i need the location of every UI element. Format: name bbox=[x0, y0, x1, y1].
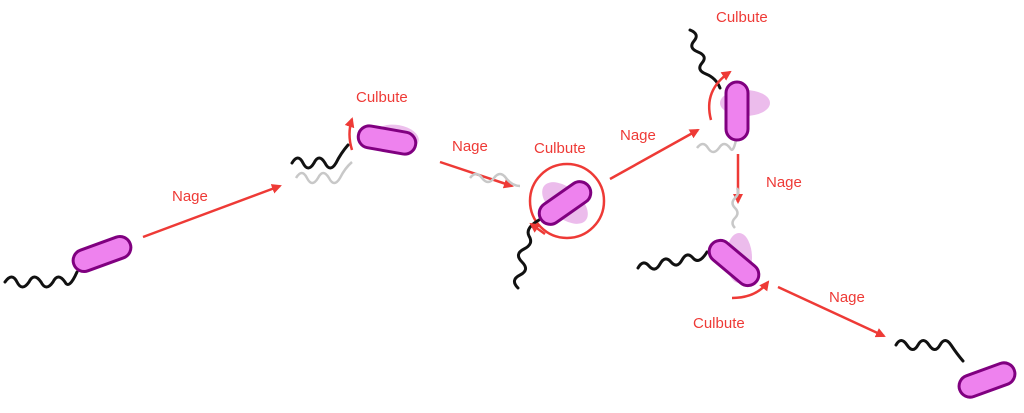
tumble-label-1: Culbute bbox=[356, 89, 408, 106]
flagellum bbox=[688, 28, 722, 90]
flagellum bbox=[894, 339, 965, 363]
tumble-label-2: Culbute bbox=[534, 140, 586, 157]
flagellum bbox=[513, 218, 541, 290]
bacterium-tumble-3 bbox=[688, 28, 770, 154]
flagellum bbox=[636, 250, 709, 271]
tumble-circle bbox=[528, 162, 606, 240]
bacterium-body bbox=[537, 180, 593, 226]
flagellum bbox=[290, 143, 350, 170]
tumble-arrow-4 bbox=[731, 280, 770, 300]
bacterium-body bbox=[71, 235, 133, 273]
tumble-arrow-3 bbox=[707, 70, 732, 121]
bacterium-start bbox=[3, 235, 133, 289]
bacterium-body bbox=[707, 238, 761, 288]
ghost-flagellum bbox=[294, 161, 353, 185]
tumble-label-3: Culbute bbox=[716, 9, 768, 26]
bacterium-body bbox=[957, 361, 1017, 399]
ghost-flagellum bbox=[731, 187, 740, 229]
ghost-flagellum bbox=[696, 139, 738, 154]
ghost-flagellum bbox=[469, 172, 521, 188]
swim-label-4: Nage bbox=[766, 174, 802, 191]
swim-label-2: Nage bbox=[452, 138, 488, 155]
swim-arrow-1 bbox=[142, 184, 282, 239]
bacterium-tumble-4 bbox=[636, 187, 770, 300]
bacterium-end bbox=[894, 339, 1017, 399]
tumble-arrow-2 bbox=[529, 222, 546, 236]
bacterium-tumble-2 bbox=[469, 162, 606, 290]
flagellum bbox=[3, 270, 79, 289]
swim-label-1: Nage bbox=[172, 188, 208, 205]
swim-arrow-5 bbox=[777, 285, 886, 338]
tumble-label-4: Culbute bbox=[693, 315, 745, 332]
swim-label-3: Nage bbox=[620, 127, 656, 144]
bacterium-body bbox=[356, 124, 418, 156]
bacterium-body bbox=[724, 80, 750, 142]
swim-label-5: Nage bbox=[829, 289, 865, 306]
bacterium-tumble-1 bbox=[290, 117, 419, 185]
tumble-arrow-1 bbox=[344, 117, 355, 151]
swim-arrow-3 bbox=[609, 128, 700, 181]
